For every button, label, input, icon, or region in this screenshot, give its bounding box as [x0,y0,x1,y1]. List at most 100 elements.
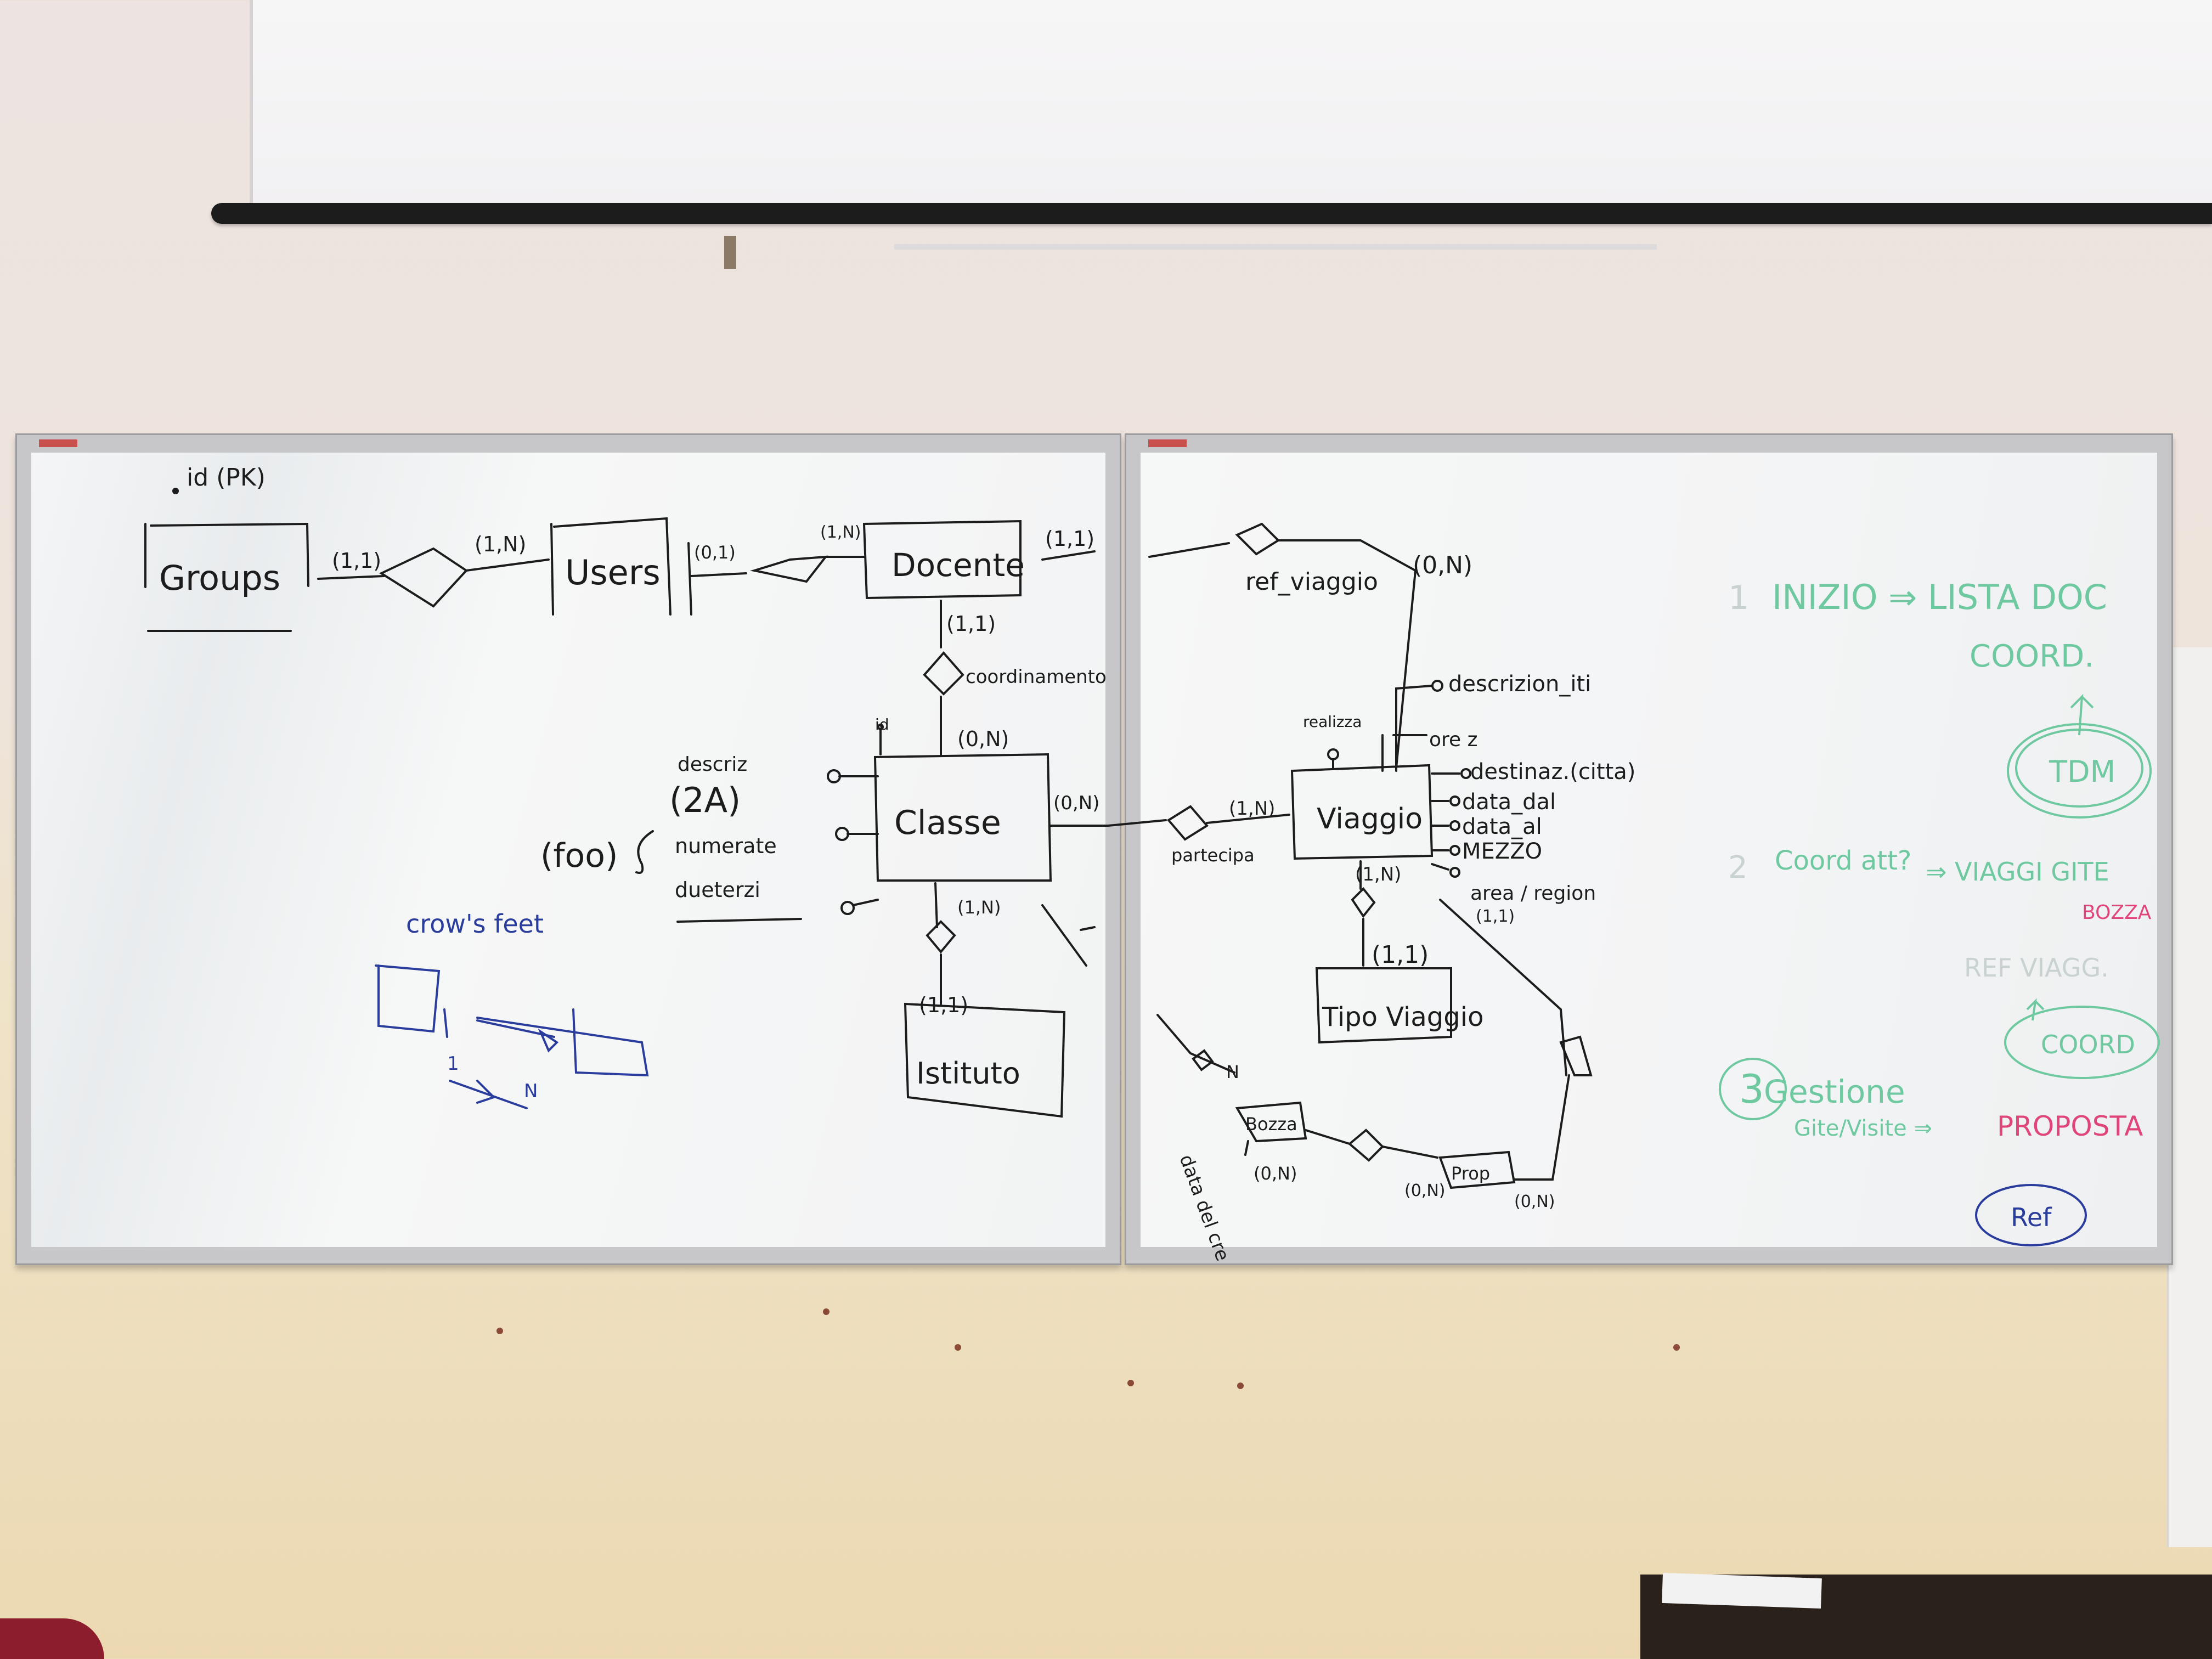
card-area: (1,1) [1476,907,1515,926]
note-gite-visite: Gite/Visite ⇒ [1794,1116,1932,1141]
wall-bracket [724,236,736,269]
istituto-entity-box [904,1002,1066,1118]
label-data-dal: data_dal [1462,789,1556,815]
card-docente-right: (1,1) [1045,527,1094,551]
tipo-viaggio-entity-box [1315,967,1452,1044]
note-proposta: PROPOSTA [1997,1110,2143,1142]
label-realizza: realizza [1303,713,1362,731]
note-ref: Ref [2011,1203,2052,1232]
note-coord-att: Coord att? [1775,845,1911,876]
card-prop-right: (0,N) [1514,1192,1555,1211]
wall-mark [1127,1380,1134,1386]
label-coordinamento: coordinamento [966,666,1107,688]
wall-mark [1673,1344,1680,1351]
label-data-del-cre: data del cre [1175,1152,1234,1263]
entity-classe: Classe [894,804,1001,842]
label-crow-card-1: 1 [447,1053,459,1075]
whiteboard-right-surface [1141,453,2157,1247]
label-mezzo: MEZZO [1462,839,1542,864]
card-classe-right: (0,N) [1053,792,1099,814]
wall-mark [823,1308,830,1315]
wall-pipe [2167,647,2212,1547]
projector-screen [250,0,2212,217]
whiteboard-right [1125,433,2173,1265]
entity-docente: Docente [891,546,1025,584]
label-descriz-example: (2A) [669,780,741,820]
crows-feet-box-left [375,964,441,1033]
note-3-circle [1719,1058,1787,1120]
card-docente-down: (1,1) [946,612,996,636]
note-coord: COORD. [1970,639,2094,674]
card-n: N [1226,1062,1239,1082]
whiteboard-left-surface [31,453,1105,1247]
note-number-1: 1 [1728,579,1749,617]
note-gestione: Gestione [1764,1073,1905,1110]
wall-mark [496,1328,503,1334]
card-ref-viaggio: (0,N) [1413,551,1472,579]
relationship-users-docente [750,555,828,583]
chair [0,1618,104,1659]
label-dueterzi: dueterzi [675,878,760,902]
note-bozza: BOZZA [2082,901,2152,924]
id-pk-label: id (PK) [187,464,266,492]
brand-label-right [1148,439,1187,447]
prop-entity-box [1438,1150,1516,1189]
docente-entity-box [862,520,1022,600]
label-foo: (foo) [540,837,618,875]
note-tdm: TDM [2049,754,2115,789]
note-coord-box: COORD [2041,1030,2135,1059]
card-classe-top: (0,N) [957,727,1009,751]
entity-tipo-viaggio: Tipo Viaggio [1322,1002,1483,1032]
card-users-docente: (0,1) [694,542,736,563]
label-data-al: data_al [1462,814,1542,839]
label-ref-viaggio: ref_viaggio [1245,568,1378,596]
note-inizio: INIZIO ⇒ LISTA DOC [1772,577,2107,617]
note-number-3: 3 [1739,1066,1764,1112]
note-viaggi-gite: ⇒ VIAGGI GITE [1926,857,2109,887]
label-partecipa: partecipa [1171,845,1255,866]
label-id-small: id [875,715,889,733]
relationship-partecipa [1166,805,1209,841]
relationship-bozza-prop [1347,1128,1384,1162]
screen-strip [894,244,1657,250]
relationship-ref-viaggio [1235,522,1280,556]
label-destinaz: destinaz.(citta) [1470,759,1635,785]
ref-circle [1975,1184,2087,1246]
card-tipo-viaggio: (1,1) [1372,941,1429,969]
card-users-rel: (1,N) [475,532,526,556]
projector-screen-bar [211,203,2212,224]
relationship-classe-istituto [926,920,956,954]
relationship-viaggio-tipo [1351,887,1376,918]
note-ref-viaggio: REF VIAGG. [1964,953,2109,983]
wall-mark [955,1344,961,1351]
label-ore-z: ore z [1429,729,1478,751]
classe-entity-box [873,753,1052,882]
entity-prop: Prop [1451,1163,1490,1184]
label-crows-feet: crow's feet [406,909,544,939]
brand-label [39,439,77,447]
card-groups-users: (1,1) [332,549,381,573]
note-number-2: 2 [1728,850,1748,885]
card-prop-left: (0,N) [1404,1181,1445,1200]
wall-mark [1237,1383,1244,1389]
entity-viaggio: Viaggio [1317,803,1423,836]
label-numerate: numerate [675,834,777,858]
whiteboard-left [15,433,1121,1265]
entity-bozza: Bozza [1245,1114,1297,1135]
label-crow-card-n: N [524,1080,538,1102]
label-area-region: area / region [1470,882,1596,905]
card-classe-down: (1,N) [957,897,1001,918]
groups-entity-box [144,522,309,588]
card-docente-left: (1,N) [820,523,861,542]
coord-circle [2004,1006,2160,1079]
entity-groups: Groups [159,558,280,598]
card-viaggio-down: (1,N) [1355,864,1401,885]
relationship-groups-users [379,547,469,608]
card-partecipa: (1,N) [1229,798,1275,820]
bozza-entity-box [1235,1101,1307,1143]
label-descrizione-iti: descrizion_iti [1448,672,1591,697]
card-bozza: (0,N) [1254,1163,1297,1184]
relationship-coordinamento [923,651,964,696]
label-descriz: descriz [678,753,747,776]
